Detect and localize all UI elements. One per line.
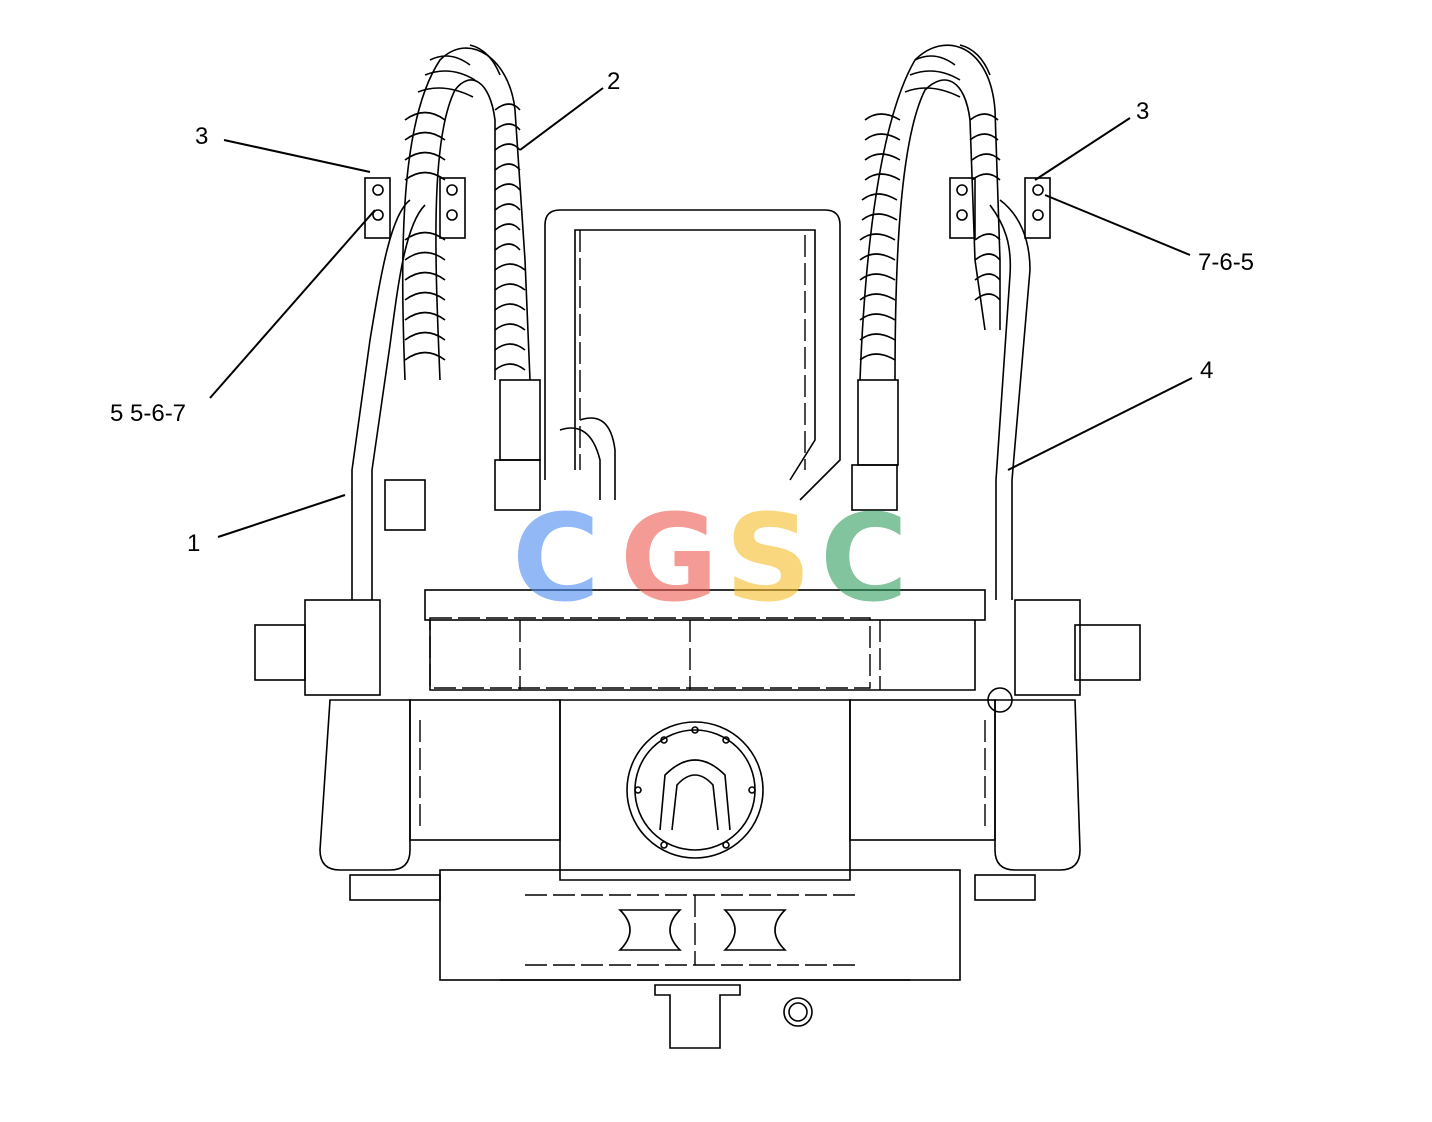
callout-4: 4 [1200, 357, 1213, 384]
left-hose [384, 44, 541, 531]
left-guard-tube [351, 177, 466, 600]
callout-1: 1 [187, 530, 200, 557]
watermark: C G S C [512, 490, 908, 629]
right-hose [851, 44, 1001, 511]
right-hose-coils [859, 44, 1001, 361]
callout-7-6-5: 7-6-5 [1198, 249, 1254, 276]
watermark-letter-s: S [725, 490, 811, 629]
callout-3-left: 3 [195, 123, 208, 150]
left-hose-coils [404, 44, 526, 371]
main-body [254, 589, 1141, 1049]
callout-5-partial: 5 [110, 400, 123, 427]
callout-2: 2 [607, 68, 620, 95]
upper-frame [544, 209, 841, 501]
right-guard-tube [949, 177, 1051, 600]
watermark-letter-g: G [620, 490, 719, 629]
callout-5-6-7: 5-6-7 [130, 400, 186, 427]
callout-labels: 3 2 3 7-6-5 4 5 5-6-7 1 [110, 68, 1254, 557]
callout-3-right: 3 [1136, 98, 1149, 125]
watermark-letter-c2: C [820, 490, 908, 629]
leader-lines [209, 87, 1193, 538]
watermark-letter-c1: C [512, 490, 600, 629]
